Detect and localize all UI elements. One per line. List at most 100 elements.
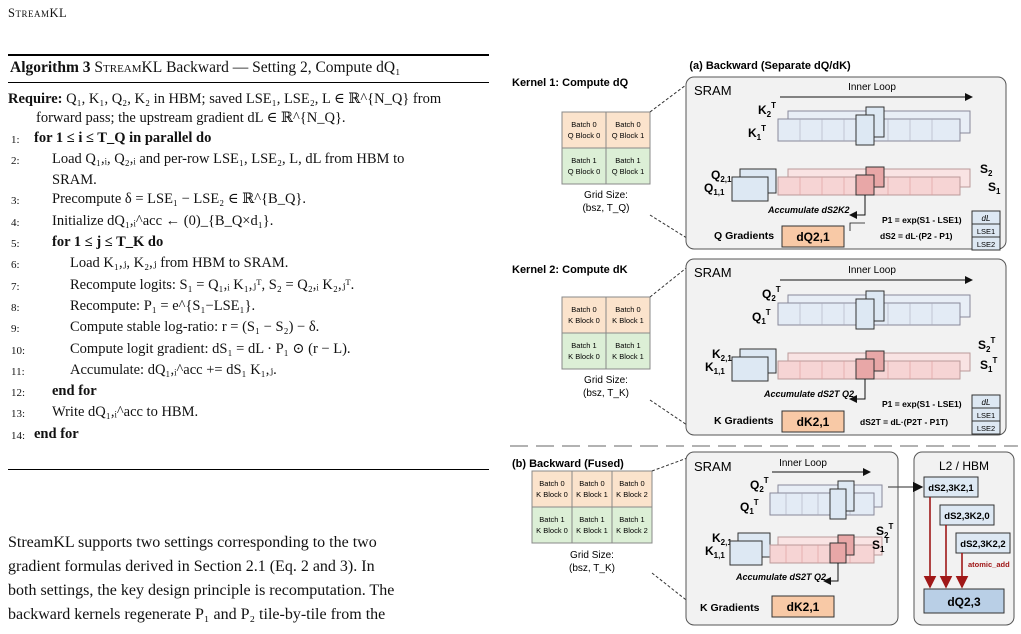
kernel1-link-bottom [649,214,691,241]
svg-text:dL: dL [982,398,991,407]
dq21-box [781,225,845,248]
fused-dk21-box [771,595,835,618]
figure-svg: (a) Backward (Separate dQ/dK) Kernel 1: … [510,60,1018,626]
svg-text:Q Block 1: Q Block 1 [612,167,645,176]
kernel2-k11-tile [731,356,769,382]
fig-title-b: (b) Backward (Fused) [512,458,624,470]
algorithm-line: 11:Accumulate: dQ₁,ᵢ^acc += dS₁ K₁,ⱼ. [8,361,490,382]
algorithm-line-text: Load Q₁,ᵢ, Q₂,ᵢ and per-row LSE₁, LSE₂, … [52,150,405,167]
algorithm-line: 1:for 1 ≤ i ≤ T_Q in parallel do [8,129,490,150]
require-line: Require: Q₁, K₁, Q₂, K₂ in HBM; saved LS… [8,90,490,109]
algorithm-line-text: Compute stable log-ratio: r = (S₁ − S₂) … [70,319,320,336]
hbm-ds23k20-label: dS2,3K2,0 [944,511,989,522]
svg-text:Batch 0: Batch 0 [619,479,644,488]
svg-text:K Block 1: K Block 1 [612,316,644,325]
svg-text:Batch 1: Batch 1 [619,515,644,524]
svg-text:LSE1: LSE1 [977,227,995,236]
kernel2-link-top [649,264,691,298]
fused-accumulate-label: Accumulate dS2T Q2 [735,572,826,582]
svg-text:Batch 1: Batch 1 [539,515,564,524]
svg-text:Batch 0: Batch 0 [615,305,640,314]
kernel2-q-strips [777,290,971,330]
svg-text:Q Block 0: Q Block 0 [568,131,601,140]
paragraph-line-3: both settings, the key design principle … [8,582,395,599]
algorithm-line: 9:Compute stable log-ratio: r = (S₁ − S₂… [8,318,490,339]
fused-dk21-label: dK2,1 [787,600,820,614]
fused-grid-size-value: (bsz, T_K) [569,563,615,574]
svg-text:K Block 0: K Block 0 [568,316,600,325]
kernel1-q11-tile [731,176,769,202]
svg-text:K Block 2: K Block 2 [616,526,648,535]
svg-text:Batch 0: Batch 0 [571,120,596,129]
svg-text:K Block 1: K Block 1 [576,490,608,499]
kernel1-stats: dL LSE1 LSE2 [971,210,1001,251]
kernel1-label: Kernel 1: Compute dQ [512,77,629,89]
svg-text:K Block 0: K Block 0 [536,490,568,499]
svg-text:K Block 0: K Block 0 [568,352,600,361]
hbm-ds23k22-box [955,532,1011,554]
algorithm-title-rest: Backward — Setting 2, Compute dQ₁ [166,59,401,76]
paragraph-line-4: backward kernels regenerate P₁ and P₂ ti… [8,606,386,623]
svg-text:Q Block 0: Q Block 0 [568,167,601,176]
algorithm-line-number: 8: [11,301,20,314]
hbm-dq23-label: dQ2,3 [947,595,981,609]
fused-s-strips [769,534,883,564]
kernel1-ds2-eq: dS2 = dL·(P2 - P1) [880,231,953,241]
fig-title-a: (a) Backward (Separate dQ/dK) [689,60,851,72]
kernel1-grid-size-value: (bsz, T_Q) [582,203,629,214]
hbm-ds23k21-label: dS2,3K2,1 [928,483,974,494]
require-text-1: Q₁, K₁, Q₂, K₂ in HBM; saved LSE₁, LSE₂,… [66,91,442,107]
algorithm-line-text: Initialize dQ₁,ᵢ^acc ← (0)_{B_Q×d₁}. [52,212,274,229]
algorithm-body: Require: Q₁, K₁, Q₂, K₂ in HBM; saved LS… [8,90,490,446]
svg-text:Batch 1: Batch 1 [615,156,640,165]
algorithm-line: 2:Load Q₁,ᵢ, Q₂,ᵢ and per-row LSE₁, LSE₂… [8,150,490,171]
l2-hbm-label: L2 / HBM [939,459,989,473]
svg-text:Batch 1: Batch 1 [571,341,596,350]
algorithm-line-text: Compute logit gradient: dS₁ = dL · P₁ ⊙ … [70,340,351,357]
require-label: Require: [8,91,63,107]
algorithm-title-name: StreamKL [94,59,163,76]
kernel1-grid: Batch 0 Q Block 0 Batch 0 Q Block 1 Batc… [561,111,651,185]
algorithm-line: SRAM. [8,171,490,190]
require-text-2: forward pass; the upstream gradient dL ∈… [36,110,346,127]
svg-text:K Block 1: K Block 1 [576,526,608,535]
hbm-ds23k20-box [939,504,995,526]
kernel1-accumulate-label: Accumulate dS2K2 [767,205,850,215]
algorithm-mid-rule [8,82,489,83]
algorithm-line-text: Recompute logits: S₁ = Q₁,ᵢ K₁,ⱼᵀ, S₂ = … [70,276,355,293]
hbm-dq23-box [923,588,1005,614]
algorithm-line-number [8,171,34,190]
algorithm-line-number: 1: [11,133,20,146]
algorithm-line-text: Precompute δ = LSE₁ − LSE₂ ∈ ℝ^{B_Q}. [52,191,307,208]
kernel2-k-gradients-label: K Gradients [714,415,774,427]
kernel2-ds2t-eq: dS2T = dL·(P2T - P1T) [860,417,948,427]
algorithm-label: Algorithm 3 [10,59,91,76]
require-line-2: forward pass; the upstream gradient dL ∈… [8,109,490,128]
algorithm-line-number: 10: [11,344,26,357]
kernel2-sram-label: SRAM [694,265,732,280]
algorithm-line: 4:Initialize dQ₁,ᵢ^acc ← (0)_{B_Q×d₁}. [8,212,490,233]
kernel1-accum-arrow [849,195,866,219]
body-paragraph: StreamKL supports two settings correspon… [8,531,490,627]
paragraph-line-2: gradient formulas derived in Section 2.1… [8,558,375,575]
svg-text:Batch 0: Batch 0 [539,479,564,488]
fused-k-gradients-label: K Gradients [700,602,760,614]
svg-text:Batch 1: Batch 1 [615,341,640,350]
algorithm-line-text: SRAM. [52,172,97,189]
atomic-add-label: atomic_add [968,560,1010,569]
kernel1-grid-size-label: Grid Size: [584,190,628,201]
kernel2-label: Kernel 2: Compute dK [512,264,628,276]
fused-sram-label: SRAM [694,459,732,474]
kernel1-k-strips [777,106,971,146]
algorithm-line-number: 13: [11,408,26,421]
kernel1-link-top [649,81,691,113]
algorithm-line-number: 12: [11,387,26,400]
algorithm-line-text: Load K₁,ⱼ, K₂,ⱼ from HBM to SRAM. [70,255,289,272]
svg-text:Batch 0: Batch 0 [579,479,604,488]
algorithm-line-text: Write dQ₁,ᵢ^acc to HBM. [52,404,199,421]
algorithm-line-text: Accumulate: dQ₁,ᵢ^acc += dS₁ K₁,ⱼ. [70,361,277,378]
fused-accum-arrow [823,563,839,585]
svg-text:LSE2: LSE2 [977,240,995,249]
algorithm-line: 14:end for [8,425,490,446]
kernel2-inner-loop-label: Inner Loop [848,265,896,276]
